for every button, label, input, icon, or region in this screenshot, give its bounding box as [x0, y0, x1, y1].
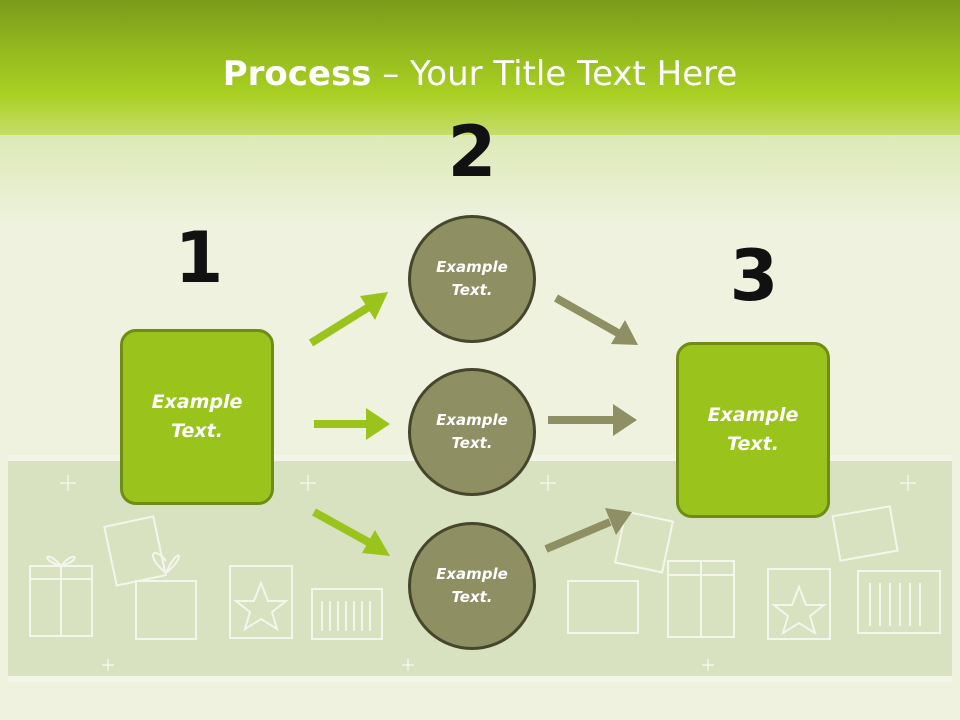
arrow-box1-to-circle1: [308, 292, 388, 347]
step-number-2: 2: [447, 111, 497, 193]
circle-2-text: Example Text.: [436, 411, 508, 452]
arrow-circle1-to-box3: [554, 294, 638, 345]
arrow-circle2-to-box3: [548, 404, 637, 436]
arrow-box1-to-circle3: [312, 508, 390, 556]
gift-pattern: [29, 475, 941, 671]
title-bar-fade: [0, 135, 960, 225]
circle-1[interactable]: Example Text.: [408, 215, 536, 343]
title-rest: – Your Title Text Here: [371, 54, 738, 94]
circle-2[interactable]: Example Text.: [408, 368, 536, 496]
circle-1-text: Example Text.: [436, 258, 508, 299]
title-bar: [0, 0, 960, 135]
slide-title: Process – Your Title Text Here: [0, 52, 960, 96]
title-bold: Process: [222, 54, 372, 94]
step-box-1-text: Example Text.: [151, 391, 243, 442]
circle-3-text: Example Text.: [436, 565, 508, 606]
step-number-3: 3: [729, 235, 779, 317]
circle-3[interactable]: Example Text.: [408, 522, 536, 650]
arrow-circle3-to-box3: [544, 508, 632, 553]
arrow-box1-to-circle2: [314, 408, 390, 440]
step-box-3[interactable]: Example Text.: [676, 342, 830, 518]
step-box-1[interactable]: Example Text.: [120, 329, 274, 505]
step-number-1: 1: [174, 217, 224, 299]
step-box-3-text: Example Text.: [707, 404, 799, 455]
